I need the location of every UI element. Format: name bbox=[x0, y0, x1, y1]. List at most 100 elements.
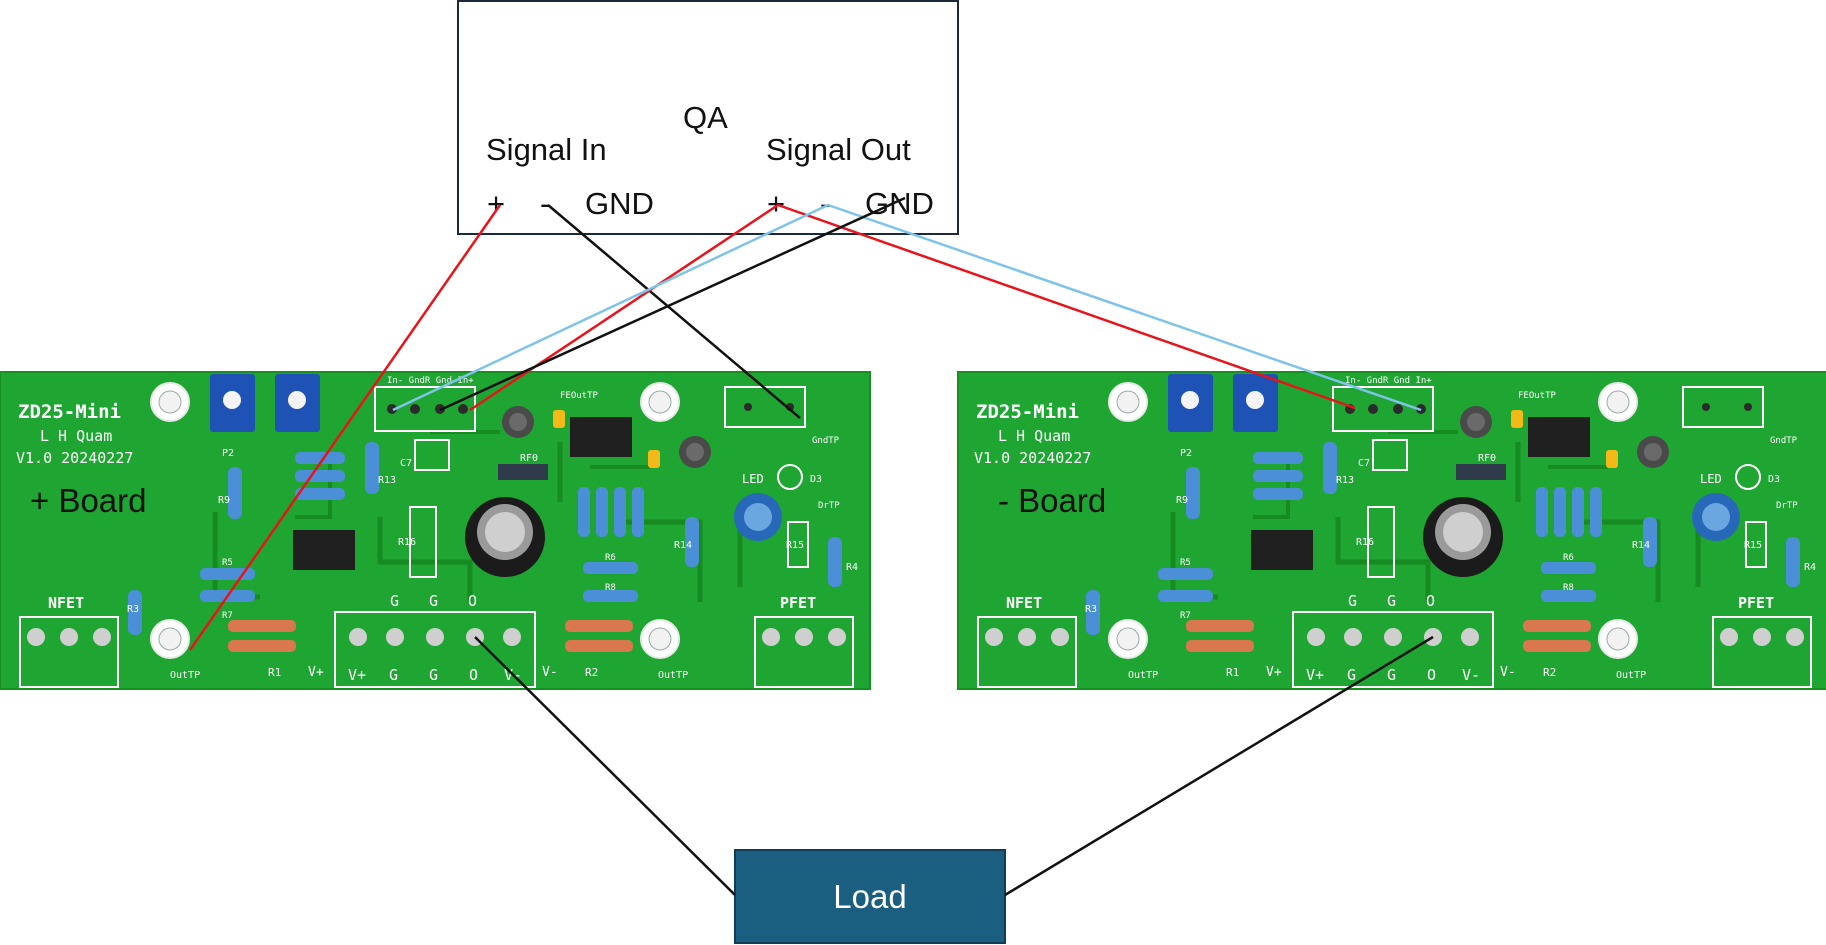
top-term-1: G bbox=[1387, 592, 1396, 610]
part-r3: R3 bbox=[127, 604, 139, 615]
part-drtp: DrTP bbox=[818, 501, 840, 511]
part-r14: R14 bbox=[674, 540, 692, 551]
part-r16: R16 bbox=[398, 537, 416, 548]
board-name: ZD25-Mini bbox=[18, 401, 121, 423]
part-rf0: RF0 bbox=[1478, 453, 1496, 464]
board-minus-silk: ZD25-Mini L H Quam V1.0 20240227 - Board… bbox=[974, 376, 1816, 684]
part-r7: R7 bbox=[1180, 611, 1191, 621]
qa-in-gnd: GND bbox=[585, 186, 654, 221]
part-r3: R3 bbox=[1085, 604, 1097, 615]
part-led: LED bbox=[1700, 472, 1722, 486]
term-1: G bbox=[1347, 666, 1356, 684]
wires bbox=[188, 196, 1434, 897]
part-vplus: V+ bbox=[1266, 665, 1282, 680]
qa-out-minus: - bbox=[820, 186, 830, 221]
pfet-label: PFET bbox=[780, 594, 816, 612]
qa-out-plus: + bbox=[767, 186, 785, 221]
in-header-label: In- GndR Gnd In+ bbox=[1345, 376, 1432, 386]
part-outtp-right: OutTP bbox=[1616, 670, 1646, 681]
part-vminus: V- bbox=[1500, 665, 1516, 680]
top-term-2: O bbox=[1426, 592, 1435, 610]
part-outtp-right: OutTP bbox=[658, 670, 688, 681]
board-minus bbox=[958, 372, 1826, 689]
part-vplus: V+ bbox=[308, 665, 324, 680]
part-r9: R9 bbox=[218, 495, 230, 506]
qa-in-minus: - bbox=[540, 186, 550, 221]
part-d3: D3 bbox=[810, 474, 822, 485]
part-r4: R4 bbox=[846, 562, 858, 573]
wire-load-board1 bbox=[474, 636, 736, 896]
part-r6: R6 bbox=[605, 553, 616, 563]
term-0: V+ bbox=[1306, 666, 1324, 684]
board-author: L H Quam bbox=[40, 427, 112, 445]
wire-load-board2 bbox=[1004, 635, 1434, 897]
part-outtp-left: OutTP bbox=[1128, 670, 1158, 681]
term-4: V- bbox=[1462, 666, 1480, 684]
part-r8: R8 bbox=[1563, 583, 1574, 593]
wire-signal-in-plus bbox=[188, 204, 502, 651]
wire-out-plus-board1 bbox=[469, 203, 779, 412]
part-outtp-left: OutTP bbox=[170, 670, 200, 681]
qa-in-plus: + bbox=[487, 186, 505, 221]
part-r5: R5 bbox=[1180, 558, 1191, 568]
term-1: G bbox=[389, 666, 398, 684]
nfet-label: NFET bbox=[48, 594, 84, 612]
qa-signal-in-label: Signal In bbox=[486, 132, 607, 167]
board-version: V1.0 20240227 bbox=[16, 449, 133, 467]
top-term-1: G bbox=[429, 592, 438, 610]
load-box-frame bbox=[734, 849, 1006, 944]
qa-box: QA Signal In Signal Out + - GND + - GND bbox=[457, 0, 959, 235]
wire-out-minus-board1 bbox=[392, 203, 829, 412]
term-0: V+ bbox=[348, 666, 366, 684]
top-term-0: G bbox=[1348, 592, 1357, 610]
part-r1: R1 bbox=[268, 666, 281, 679]
part-r15: R15 bbox=[786, 540, 804, 551]
part-c7: C7 bbox=[1358, 458, 1370, 469]
top-term-0: G bbox=[390, 592, 399, 610]
part-r7: R7 bbox=[222, 611, 233, 621]
part-gndtp: GndTP bbox=[1770, 436, 1798, 446]
wire-signal-in-minus bbox=[547, 204, 801, 419]
part-gndtp: GndTP bbox=[812, 436, 840, 446]
term-3: O bbox=[469, 666, 478, 684]
part-feouttp: FEOutTP bbox=[1518, 391, 1557, 401]
qa-signal-out-label: Signal Out bbox=[766, 132, 911, 167]
part-rf0: RF0 bbox=[520, 453, 538, 464]
board-name: ZD25-Mini bbox=[976, 401, 1079, 423]
pfet-label: PFET bbox=[1738, 594, 1774, 612]
part-d3: D3 bbox=[1768, 474, 1780, 485]
load-label: Load bbox=[833, 878, 906, 915]
top-term-2: O bbox=[468, 592, 477, 610]
part-r2: R2 bbox=[1543, 666, 1556, 679]
part-r2: R2 bbox=[585, 666, 598, 679]
part-r14: R14 bbox=[1632, 540, 1650, 551]
qa-box-frame bbox=[457, 0, 959, 235]
wire-gnd bbox=[439, 196, 906, 412]
part-r5: R5 bbox=[222, 558, 233, 568]
nfet-label: NFET bbox=[1006, 594, 1042, 612]
part-p2: P2 bbox=[1180, 448, 1192, 459]
part-led: LED bbox=[742, 472, 764, 486]
board-plus bbox=[0, 372, 870, 689]
part-c7: C7 bbox=[400, 458, 412, 469]
board-version: V1.0 20240227 bbox=[974, 449, 1091, 467]
term-3: O bbox=[1427, 666, 1436, 684]
part-p2: P2 bbox=[222, 448, 234, 459]
part-r1: R1 bbox=[1226, 666, 1239, 679]
part-r6: R6 bbox=[1563, 553, 1574, 563]
board-label: + Board bbox=[30, 482, 147, 519]
term-2: G bbox=[1387, 666, 1396, 684]
part-feouttp: FEOutTP bbox=[560, 391, 599, 401]
part-vminus: V- bbox=[542, 665, 558, 680]
part-r13: R13 bbox=[1336, 475, 1354, 486]
part-r8: R8 bbox=[605, 583, 616, 593]
part-r15: R15 bbox=[1744, 540, 1762, 551]
part-r16: R16 bbox=[1356, 537, 1374, 548]
board-label: - Board bbox=[998, 482, 1106, 519]
qa-out-gnd: GND bbox=[865, 186, 934, 221]
wire-out-minus-board2 bbox=[827, 203, 1422, 412]
part-r4: R4 bbox=[1804, 562, 1816, 573]
wire-out-plus-board2 bbox=[777, 203, 1356, 410]
board-author: L H Quam bbox=[998, 427, 1070, 445]
